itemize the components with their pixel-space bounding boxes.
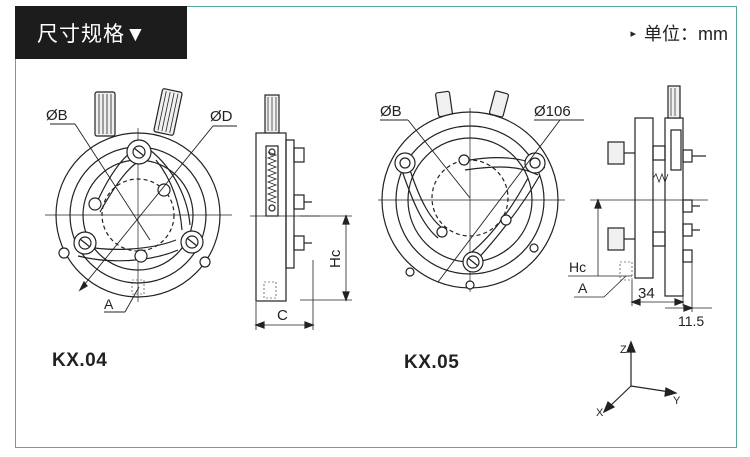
kx04-label-c: C — [277, 307, 288, 324]
kx05-model-label: KX.05 — [404, 352, 460, 373]
kx05-label-11-5: 11.5 — [678, 313, 704, 329]
kx05-back-plate — [634, 117, 654, 279]
kx05-label-b: ØB — [380, 103, 402, 120]
kx05-side-view — [568, 85, 712, 312]
kx04-model-label: KX.04 — [52, 350, 108, 371]
kx05-label-34: 34 — [638, 285, 655, 302]
axis-y-label: Y — [673, 395, 681, 407]
kx04-front-view — [45, 88, 237, 313]
axis-x-label: X — [596, 407, 604, 419]
kx04-label-a: A — [104, 296, 114, 312]
kx04-knob-right — [153, 88, 183, 136]
kx04-label-hc: Hc — [327, 249, 344, 268]
drawing-frame — [15, 6, 737, 448]
kx04-label-d: ØD — [210, 108, 233, 125]
unit-label: ▸ 单位：mm — [630, 20, 728, 46]
kx05-label-a: A — [578, 280, 588, 296]
unit-text: 单位：mm — [644, 24, 728, 44]
kx04-knob-left — [94, 91, 116, 137]
axis-triad — [602, 340, 678, 414]
kx05-front-view — [378, 90, 584, 292]
axis-z-label: Z — [620, 344, 627, 356]
section-title: 尺寸规格▼ — [15, 6, 187, 59]
triangle-right-icon: ▸ — [630, 27, 636, 40]
kx05-label-106: Ø106 — [534, 103, 571, 120]
kx05-knob-right — [488, 90, 510, 118]
kx05-label-hc: Hc — [569, 259, 586, 275]
kx04-label-b: ØB — [46, 107, 68, 124]
kx04-side-view — [250, 94, 352, 330]
kx05-knob-left — [435, 90, 453, 118]
